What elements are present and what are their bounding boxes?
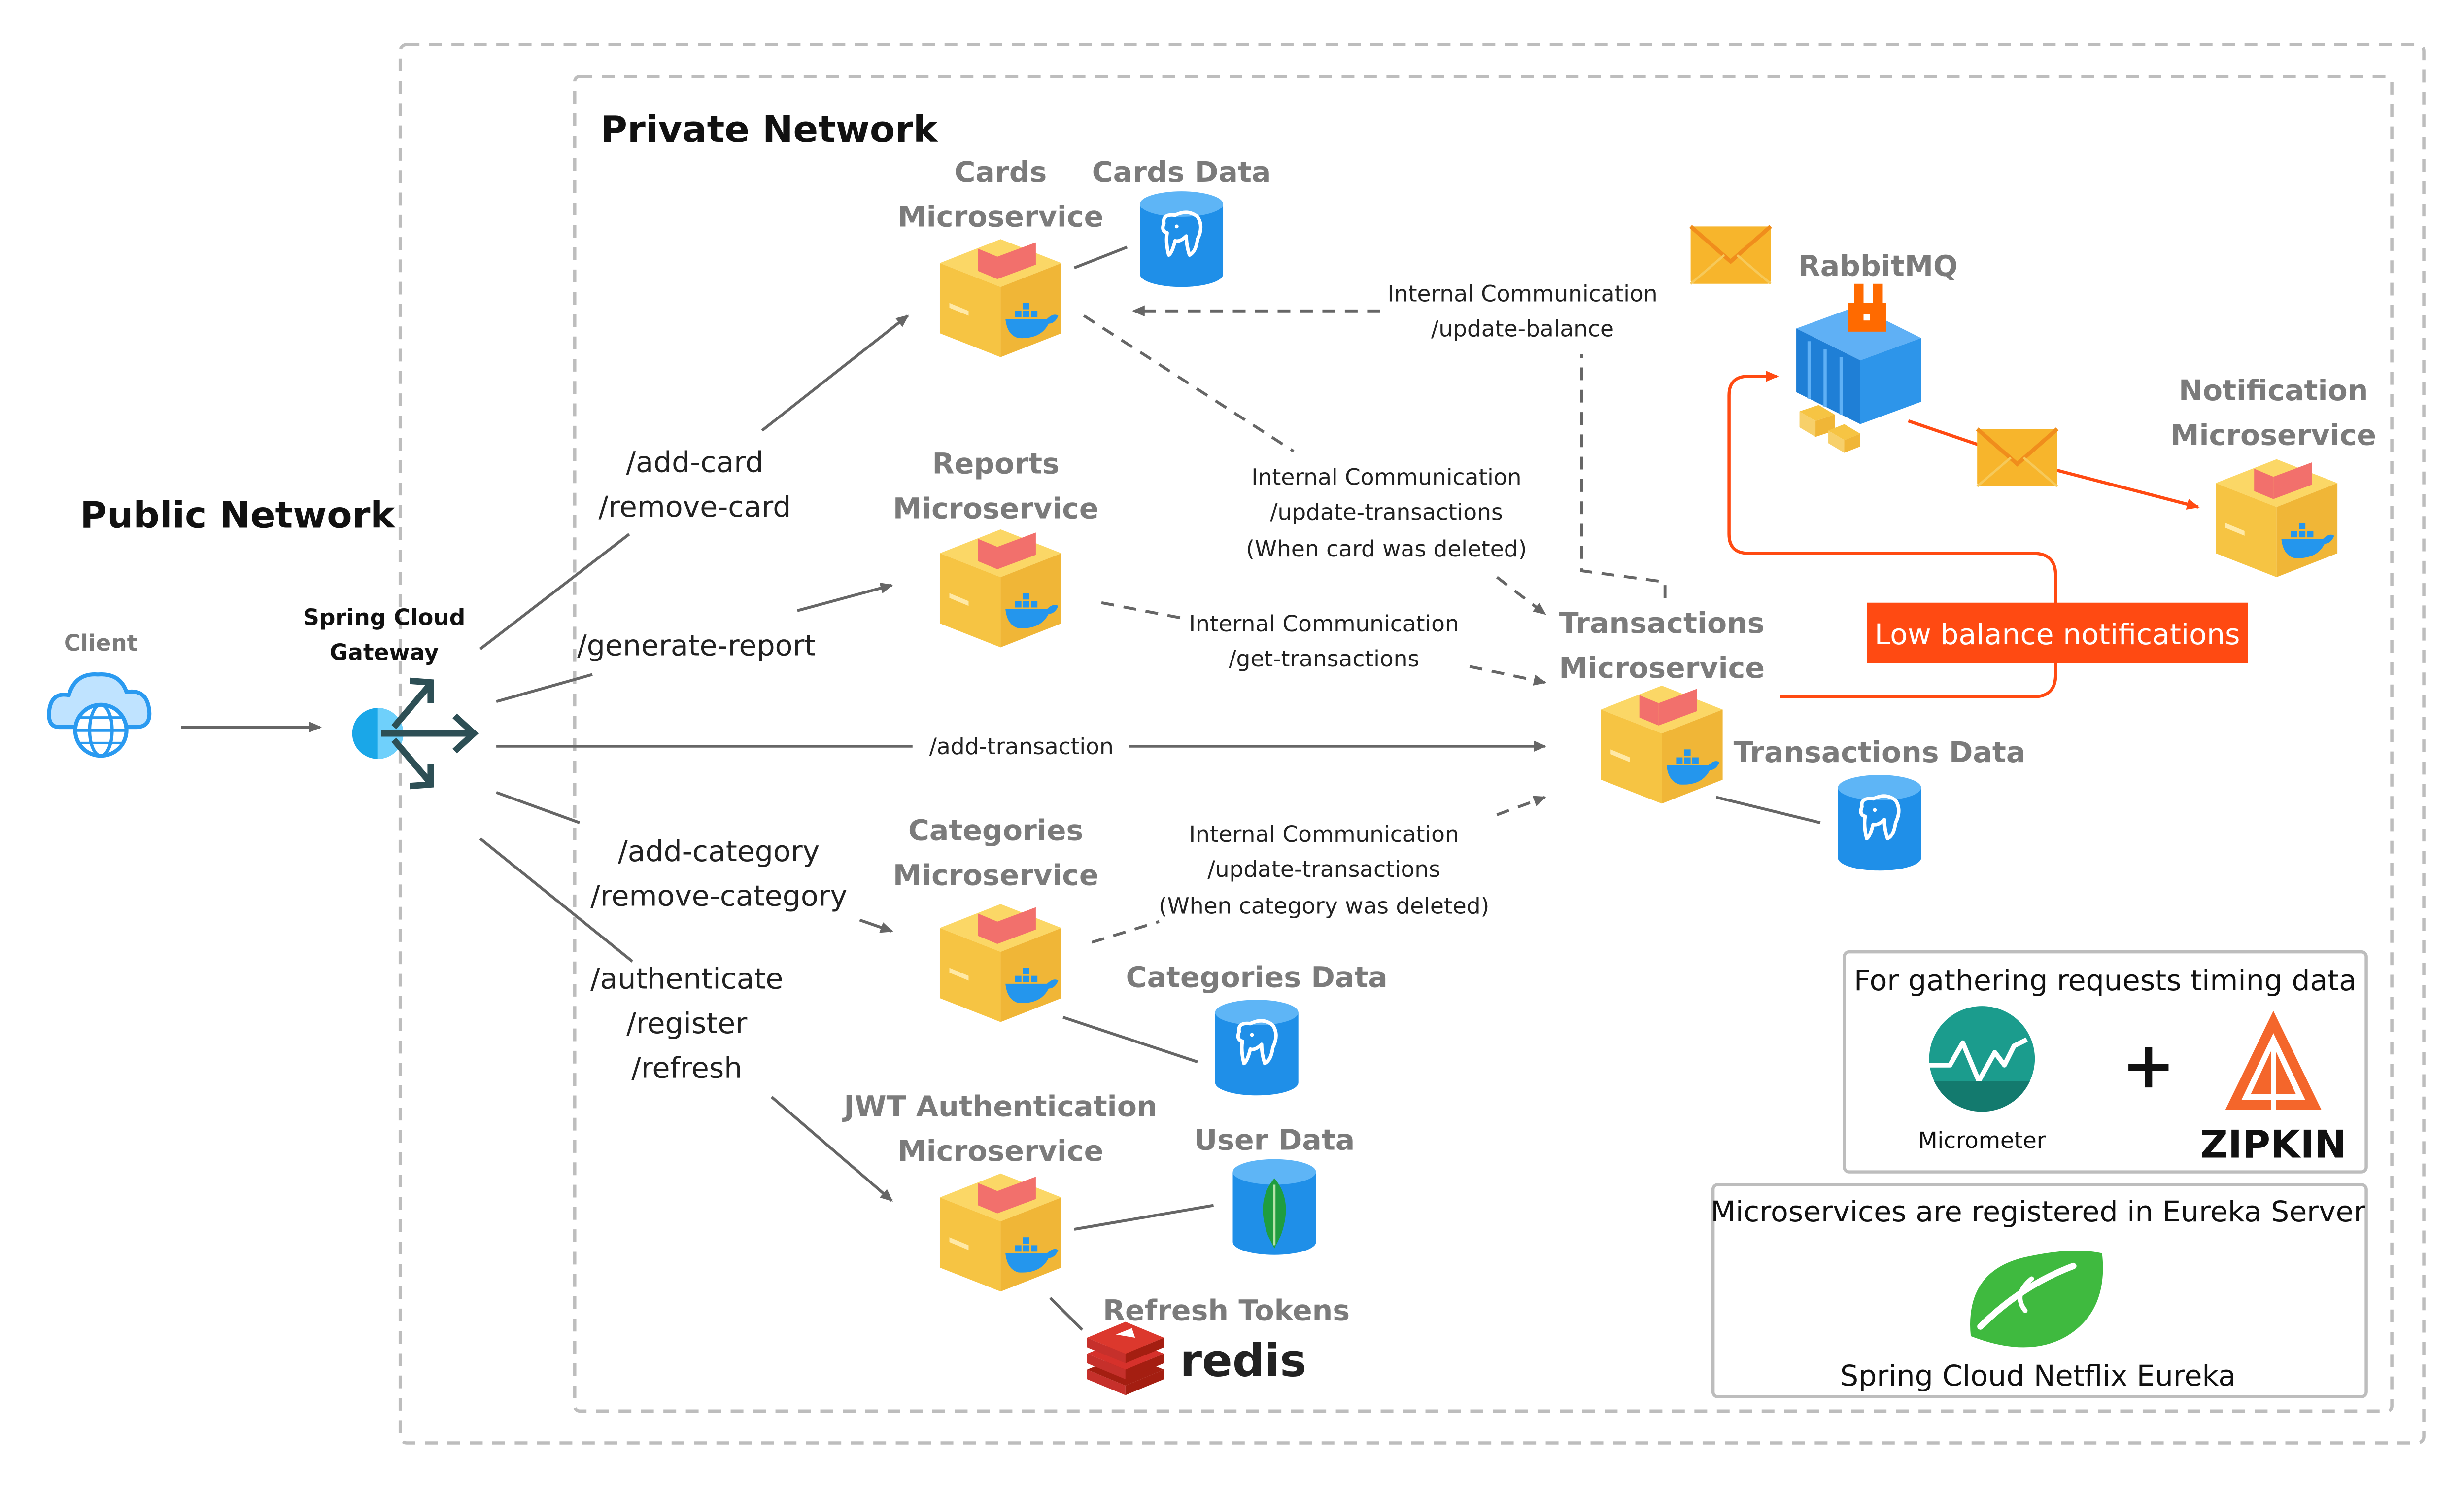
internal-update-transactions-category-arrow (1496, 796, 1547, 816)
user-db-link (1074, 1204, 1214, 1231)
internal-update-balance-arrow (1580, 354, 1667, 598)
route-remove-card: /remove-card (598, 490, 791, 523)
low-balance-badge (1866, 602, 2248, 663)
cards-docker-box-icon (939, 239, 1061, 357)
route-categories-arrow-upper (859, 918, 893, 933)
update-transactions-card-line1: Internal Communication (1251, 464, 1521, 490)
route-cards-arrow-upper (761, 314, 909, 432)
cards-data-postgresql-icon (1140, 191, 1223, 287)
jwt-service-title-line2: Microservice (898, 1134, 1104, 1168)
client-label: Client (64, 630, 138, 656)
eureka-title: Microservices are registered in Eureka S… (1711, 1195, 2365, 1228)
route-add-transaction: /add-transaction (929, 733, 1114, 760)
eureka-name: Spring Cloud Netflix Eureka (1840, 1359, 2236, 1392)
gateway-arrows-icon (352, 677, 479, 790)
get-transactions-line2: /get-transactions (1229, 646, 1419, 672)
jwt-service-title-line1: JWT Authentication (842, 1089, 1157, 1123)
categories-service-title-line1: Categories (908, 814, 1083, 847)
internal-update-transactions-category-line (1091, 920, 1160, 944)
refresh-tokens-label: Refresh Tokens (1103, 1294, 1350, 1327)
cloud-globe-icon (47, 672, 152, 758)
transactions-service-title-line2: Microservice (1559, 651, 1765, 685)
route-reports-arrow-lower (496, 673, 593, 703)
categories-data-label: Categories Data (1126, 960, 1388, 994)
rabbitmq-icon (1796, 283, 1921, 453)
route-cards-arrow (479, 533, 630, 650)
route-add-card: /add-card (626, 446, 763, 479)
rabbitmq-to-envelope (1908, 419, 1980, 447)
categories-data-postgresql-icon (1215, 1000, 1299, 1095)
user-data-mongodb-icon (1232, 1159, 1316, 1255)
reports-service-title-line2: Microservice (893, 491, 1099, 525)
update-transactions-card-line2: /update-transactions (1270, 499, 1503, 525)
tracing-title: For gathering requests timing data (1854, 964, 2357, 997)
route-categories-arrow-lower (496, 791, 581, 824)
transactions-data-postgresql-icon (1838, 775, 1921, 870)
route-remove-category: /remove-category (590, 879, 847, 912)
micrometer-label: Micrometer (1918, 1127, 2046, 1153)
redis-link (1049, 1297, 1084, 1331)
internal-get-transactions-line (1101, 601, 1185, 620)
reports-docker-box-icon (939, 529, 1061, 648)
notification-service-title-line1: Notification (2179, 374, 2368, 407)
update-transactions-card-line3: (When card was deleted) (1246, 536, 1527, 562)
redis-logo-text: redis (1180, 1335, 1306, 1387)
notification-docker-box-icon (2216, 459, 2338, 577)
cards-service-title-line2: Microservice (898, 200, 1104, 233)
route-generate-report: /generate-report (577, 629, 816, 662)
private-network-title: Private Network (600, 108, 938, 151)
route-jwt-arrow-lower (479, 837, 634, 963)
zipkin-icon (2225, 1010, 2322, 1110)
rabbitmq-label: RabbitMQ (1798, 249, 1958, 283)
route-add-category: /add-category (618, 834, 820, 868)
update-balance-line1: Internal Communication (1387, 280, 1657, 307)
route-refresh: /refresh (631, 1051, 742, 1085)
notification-service-title-line2: Microservice (2170, 418, 2376, 452)
jwt-docker-box-icon (939, 1173, 1061, 1292)
update-transactions-category-line1: Internal Communication (1189, 821, 1459, 847)
cards-db-link (1073, 245, 1128, 270)
route-jwt-arrow-upper (770, 1096, 893, 1202)
low-balance-label: Low balance notifications (1875, 618, 2240, 651)
private-network-frame (573, 75, 2394, 1413)
transactions-service-title-line1: Transactions (1559, 606, 1765, 640)
update-transactions-category-line3: (When category was deleted) (1159, 893, 1489, 919)
update-transactions-category-line2: /update-transactions (1207, 856, 1440, 882)
route-register: /register (626, 1007, 747, 1040)
transactions-db-link (1715, 796, 1821, 824)
internal-update-transactions-card-arrow (1496, 576, 1546, 615)
gateway-label-line1: Spring Cloud (303, 604, 465, 630)
transactions-data-label: Transactions Data (1734, 735, 2026, 769)
spring-leaf-icon (1970, 1251, 2103, 1348)
envelope-icon (1977, 429, 2057, 486)
internal-get-transactions-arrow (1469, 665, 1547, 686)
micrometer-icon (1929, 1006, 2035, 1112)
transactions-to-rabbitmq-path (1727, 371, 2057, 698)
route-reports-arrow-upper (797, 583, 893, 612)
update-balance-line2: /update-balance (1431, 316, 1614, 342)
reports-service-title-line1: Reports (932, 447, 1060, 481)
public-network-title: Public Network (80, 494, 395, 537)
get-transactions-line1: Internal Communication (1189, 611, 1459, 637)
categories-db-link (1062, 1016, 1198, 1064)
zipkin-label: ZIPKIN (2200, 1123, 2346, 1167)
cards-service-title-line1: Cards (955, 155, 1047, 189)
redis-icon (1087, 1321, 1164, 1395)
cards-data-label: Cards Data (1092, 155, 1271, 189)
internal-update-transactions-card-line (1083, 314, 1295, 452)
plus-sign: + (2122, 1028, 2175, 1103)
user-data-label: User Data (1194, 1123, 1355, 1156)
categories-docker-box-icon (939, 904, 1061, 1022)
categories-service-title-line2: Microservice (893, 858, 1099, 892)
envelope-to-notification-arrow (2056, 469, 2200, 510)
gateway-label-line2: Gateway (330, 639, 439, 665)
envelope-icon (1691, 226, 1771, 283)
route-authenticate: /authenticate (590, 962, 784, 996)
transactions-docker-box-icon (1601, 685, 1723, 804)
public-network-frame (398, 43, 2426, 1445)
